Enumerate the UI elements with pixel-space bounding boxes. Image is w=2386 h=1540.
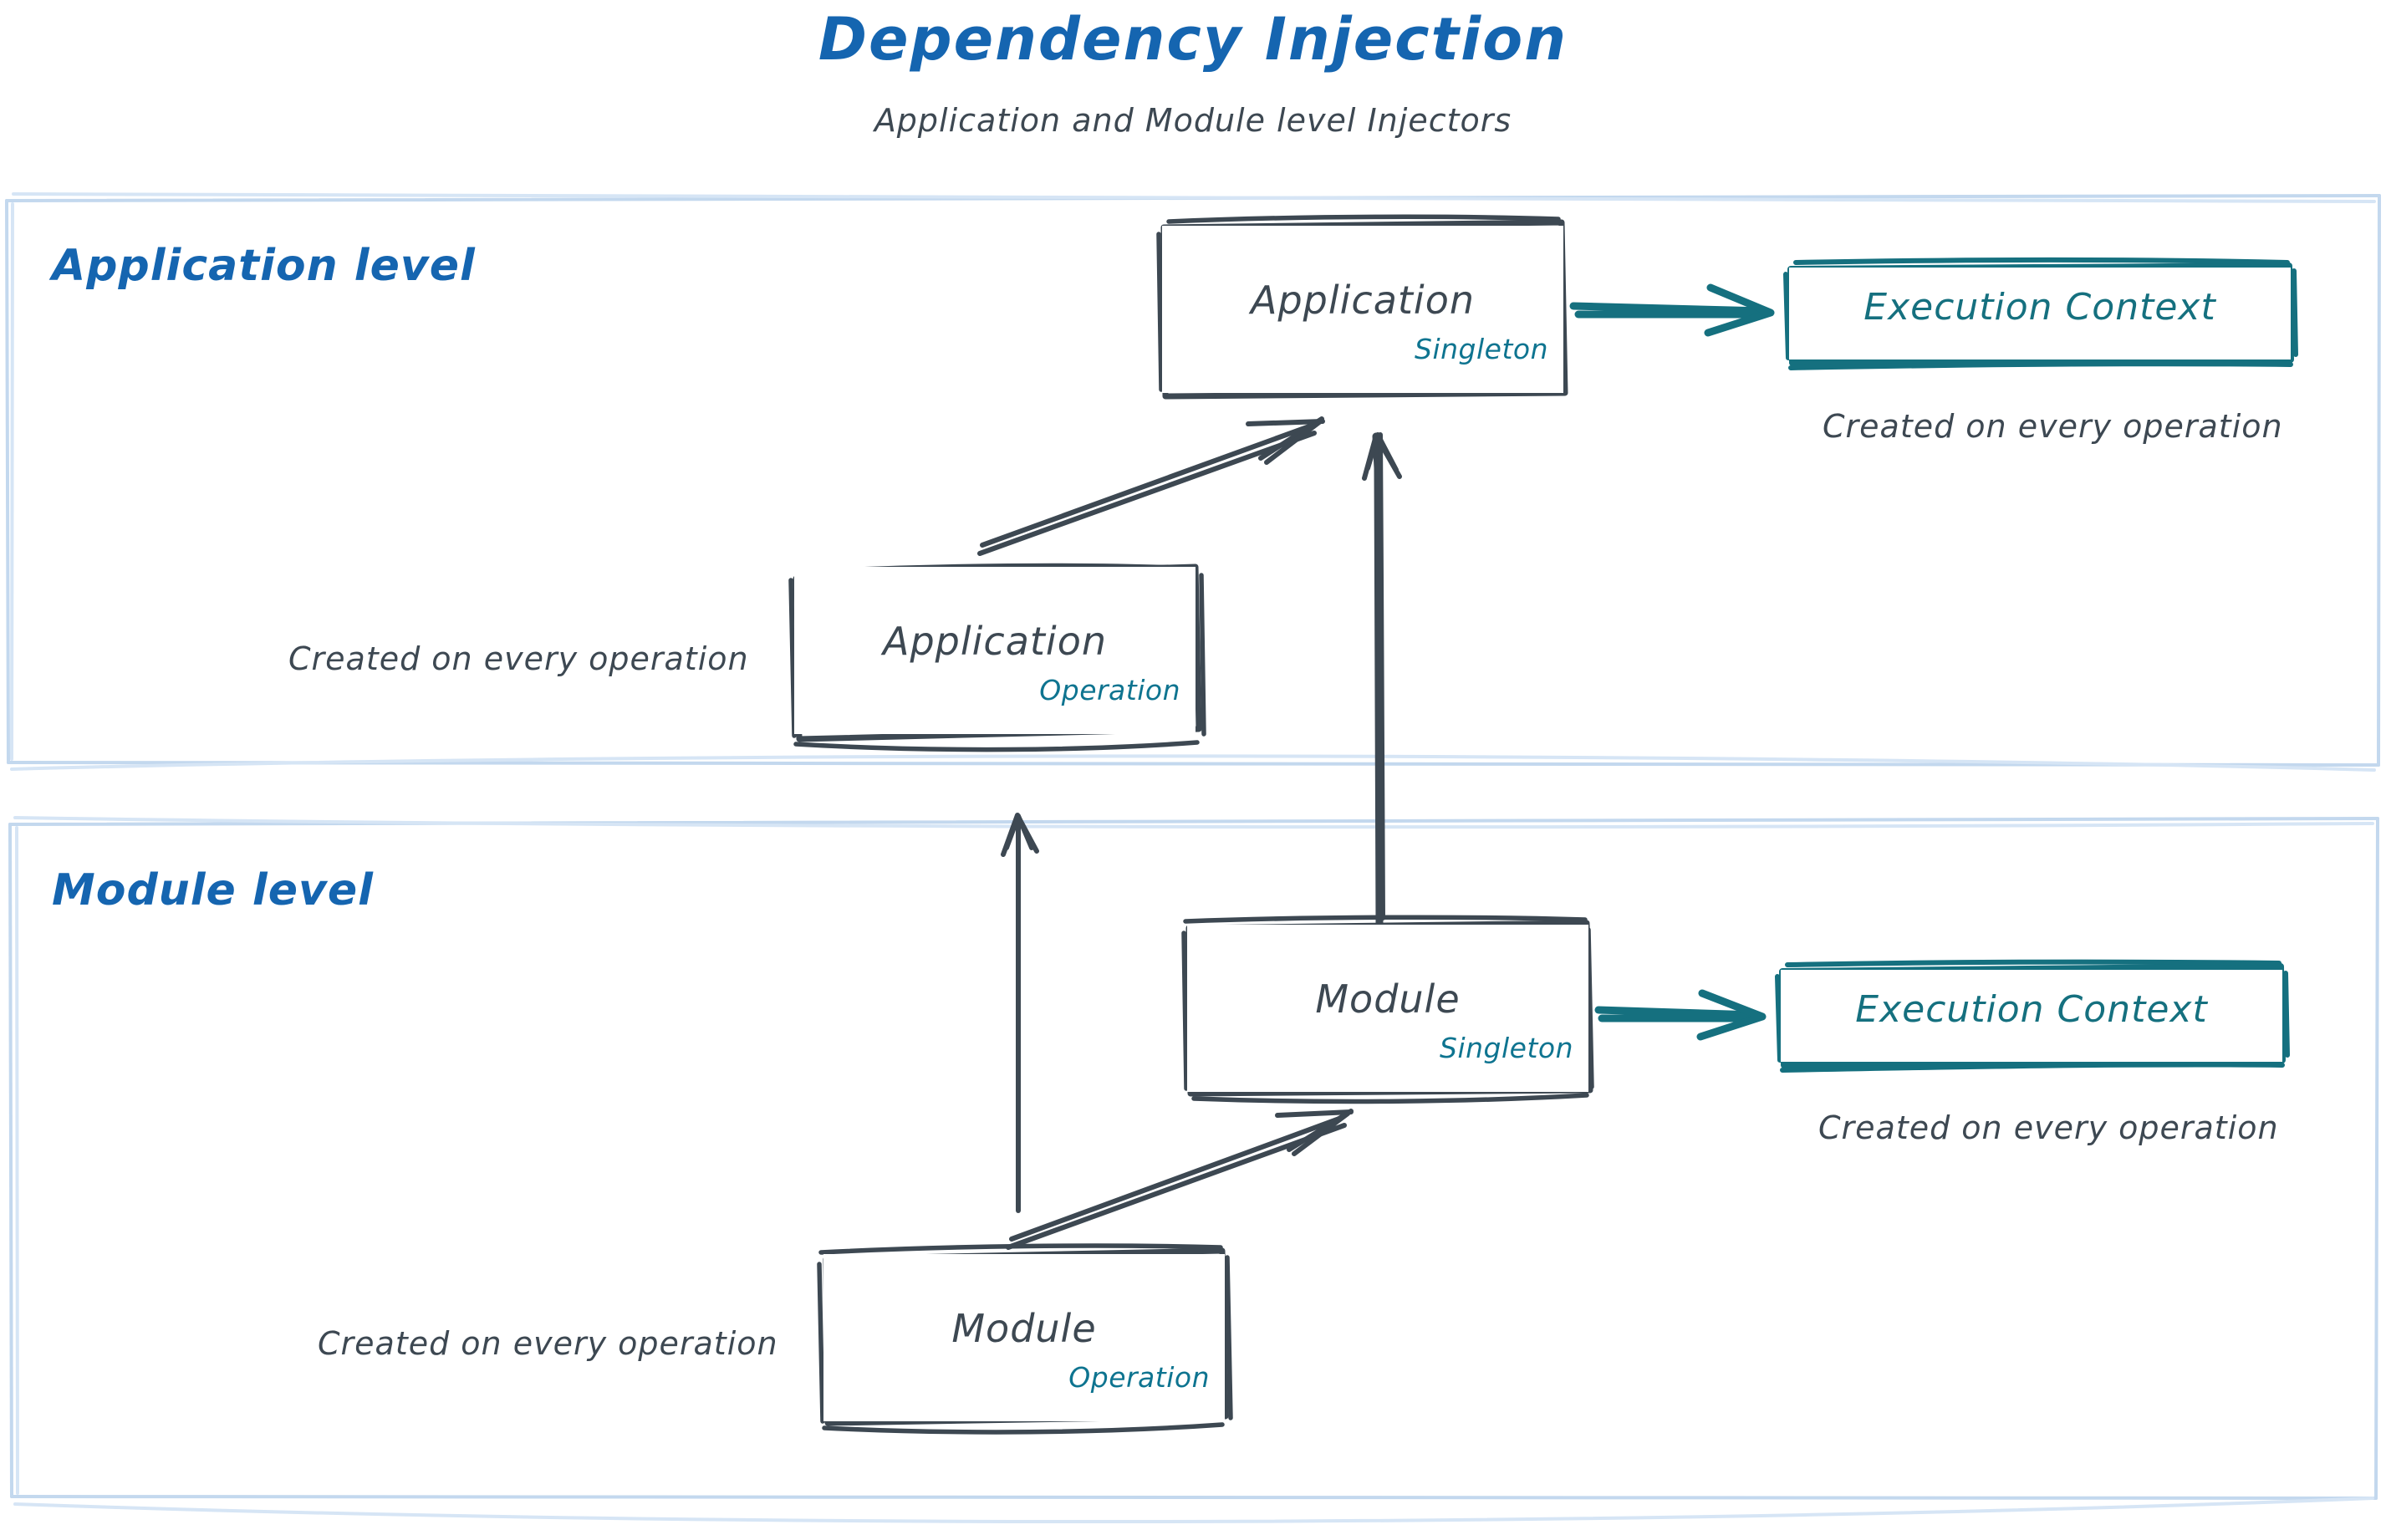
arrow-module-operation-to-module-singleton [1006,1109,1354,1250]
arrow-module-singleton-to-app-singleton [1362,432,1402,927]
node-scope-badge: Operation [1068,1361,1210,1394]
node-module-operation[interactable]: Module Operation [823,1254,1225,1421]
node-title: Execution Context [1863,286,2216,329]
node-title: Execution Context [1855,988,2208,1031]
node-execution-context-top[interactable]: Execution Context [1789,268,2291,360]
node-application-operation[interactable]: Application Operation [794,567,1196,734]
band-title-module-level: Module level [52,865,374,915]
node-scope-badge: Operation [1039,674,1180,706]
node-title: Module [951,1306,1097,1351]
page-title: Dependency Injection [818,5,1568,74]
page-subtitle: Application and Module level Injectors [874,102,1512,139]
node-title: Module [1315,977,1461,1022]
note-execution-context-bottom: Created on every operation [1818,1109,2279,1146]
arrow-module-operation-to-app-operation [1001,813,1039,1213]
arrow-module-singleton-to-execution-context [1594,989,1767,1041]
node-title: Application [1250,278,1476,323]
note-application-operation: Created on every operation [288,640,749,677]
node-scope-badge: Singleton [1440,1032,1573,1064]
node-scope-badge: Singleton [1415,333,1548,365]
band-title-application-level: Application level [52,241,476,291]
arrow-app-operation-to-app-singleton [977,416,1325,556]
node-title: Application [882,619,1108,664]
node-application-singleton[interactable]: Application Singleton [1162,226,1563,393]
node-module-singleton[interactable]: Module Singleton [1187,925,1588,1092]
note-execution-context-top: Created on every operation [1823,408,2283,445]
node-execution-context-bottom[interactable]: Execution Context [1781,970,2282,1062]
arrow-app-singleton-to-execution-context [1569,283,1775,337]
note-module-operation: Created on every operation [318,1325,778,1362]
